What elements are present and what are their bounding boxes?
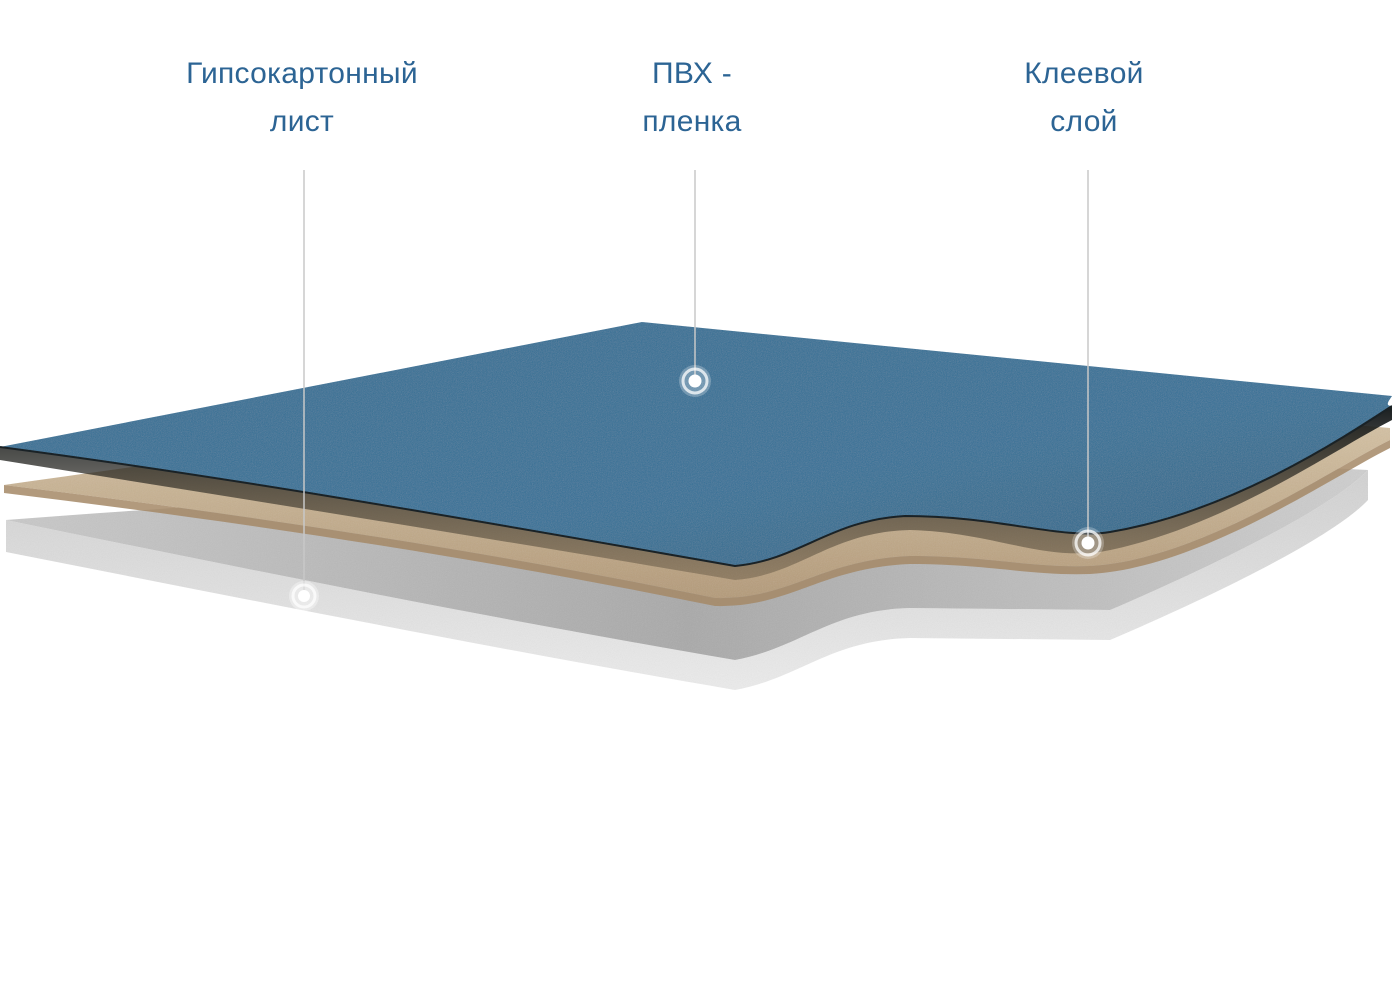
label-pvc-film: ПВХ - пленка xyxy=(522,50,862,146)
label-glue-line2: слой xyxy=(1050,105,1118,138)
pvc-film-top xyxy=(0,322,1392,566)
label-gypsum-line1: Гипсокартонный xyxy=(186,57,418,90)
pvc-film-edge xyxy=(0,405,1392,568)
label-gypsum-line2: лист xyxy=(269,105,335,138)
pvc-shadow xyxy=(0,406,1392,580)
glue-layer-edge xyxy=(4,440,1390,607)
gypsum-board-edge xyxy=(6,470,1368,690)
marker-glue xyxy=(1072,527,1104,559)
label-glue-line1: Клеевой xyxy=(1024,57,1144,90)
label-pvc-line1: ПВХ - xyxy=(651,57,733,90)
label-gypsum-board: Гипсокартонный лист xyxy=(132,50,472,146)
label-glue-layer: Клеевой слой xyxy=(914,50,1254,146)
marker-gypsum xyxy=(289,581,319,611)
marker-pvc xyxy=(679,365,711,397)
label-pvc-line2: пленка xyxy=(642,105,742,138)
